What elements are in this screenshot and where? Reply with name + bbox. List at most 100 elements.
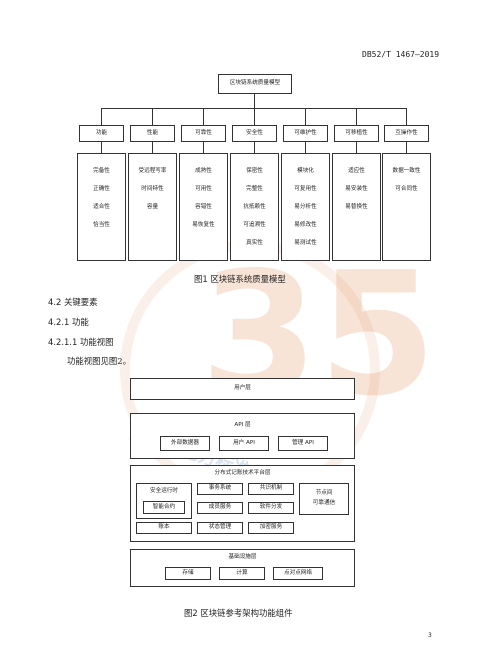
sub-characteristic-box: 成熟性 可用性 容错性 易恢复性	[179, 153, 228, 261]
software-dist-label: 软件分发	[259, 504, 283, 511]
characteristic-box: 可靠性	[181, 125, 226, 142]
api-item-label: 外部数据器	[171, 439, 199, 446]
api-item-label: 管理 API	[292, 439, 314, 446]
node-comm-label-2: 可靠通信	[312, 500, 336, 506]
sub-characteristic-box: 受远程写率 时间特性 容量	[128, 153, 177, 261]
secure-runtime-label: 安全运行时	[150, 488, 178, 494]
characteristic-label: 功能	[95, 129, 108, 136]
sub-item: 完备性	[93, 168, 110, 174]
sub-item: 成熟性	[195, 168, 212, 174]
section-heading: 4.2.1 功能	[48, 317, 89, 327]
member-service-label: 成员服务	[208, 504, 232, 511]
sub-item: 时间特性	[141, 186, 164, 192]
characteristic-label: 可维护性	[294, 129, 317, 136]
figure2-caption: 图2 区块链参考架构功能组件	[184, 608, 293, 618]
characteristic-label: 安全性	[246, 129, 263, 136]
characteristic-box: 安全性	[232, 125, 277, 142]
characteristic-box: 可移植性	[334, 125, 379, 142]
sub-characteristic-box: 适应性 易安装性 易替换性	[332, 153, 381, 261]
infra-item-label: 存储	[182, 569, 194, 576]
sub-item: 易替换性	[345, 204, 368, 210]
api-item-box: 用户 API	[219, 436, 269, 451]
characteristic-label: 可靠性	[195, 129, 212, 136]
consensus-box: 共识机制	[248, 483, 294, 495]
sub-item: 可合同性	[395, 186, 418, 192]
sub-item: 数据一致性	[392, 168, 421, 174]
sub-item: 易分析性	[294, 204, 317, 210]
api-item-box: 管理 API	[278, 436, 328, 451]
crypto-service-box: 加密服务	[248, 522, 294, 534]
infra-layer-label: 基础设施层	[228, 554, 257, 560]
dlt-layer-label: 分布式记账技术平台层	[214, 470, 271, 476]
connector	[254, 142, 255, 153]
connector	[101, 142, 102, 153]
sub-item: 可复用性	[294, 186, 317, 192]
user-layer: 用户层	[130, 378, 355, 400]
sub-item: 可追溯性	[243, 222, 266, 228]
tx-system-box: 事务系统	[197, 483, 243, 495]
infra-item-box: 存储	[165, 567, 211, 580]
sub-item: 真实性	[246, 240, 263, 246]
user-layer-label: 用户层	[234, 385, 251, 392]
connector-root	[254, 94, 255, 108]
sub-item: 容错性	[195, 204, 212, 210]
section-heading: 4.2.1.1 功能视图	[48, 337, 114, 347]
infra-item-box: 点对点网络	[273, 567, 323, 580]
sub-item: 完整性	[246, 186, 263, 192]
connector	[152, 142, 153, 153]
secure-runtime-box: 安全运行时 智能合约	[136, 483, 192, 519]
sub-item: 可用性	[195, 186, 212, 192]
software-dist-box: 软件分发	[248, 502, 294, 514]
sub-characteristic-box: 模块化 可复用性 易分析性 易修改性 易测试性	[281, 153, 330, 261]
sub-item: 易修改性	[294, 222, 317, 228]
sub-item: 易安装性	[345, 186, 368, 192]
quality-model-root: 区块链系统质量模型	[218, 74, 292, 94]
figure1-caption: 图1 区块链系统质量模型	[194, 274, 286, 284]
connector	[101, 108, 102, 125]
api-item-box: 外部数据器	[160, 436, 210, 451]
api-layer-label: API 层	[234, 422, 251, 428]
infra-item-label: 点对点网络	[284, 569, 312, 576]
sub-item: 适合性	[93, 204, 110, 210]
tx-system-label: 事务系统	[208, 485, 232, 492]
section-heading: 4.2 关键要素	[48, 297, 98, 307]
characteristic-label: 性能	[146, 129, 159, 136]
sub-item: 抗抵赖性	[243, 204, 266, 210]
node-comm-box: 节点间 可靠通信	[299, 483, 349, 515]
infra-item-box: 计算	[219, 567, 265, 580]
state-mgmt-label: 状态管理	[208, 524, 232, 531]
connector	[305, 142, 306, 153]
infrastructure-layer: 基础设施层 存储 计算 点对点网络	[130, 549, 355, 587]
connector	[305, 108, 306, 125]
connector	[356, 108, 357, 125]
sub-item: 保密性	[246, 168, 263, 174]
infra-item-label: 计算	[236, 569, 248, 576]
api-layer: API 层 外部数据器 用户 API 管理 API	[130, 413, 355, 459]
member-service-box: 成员服务	[197, 502, 243, 514]
dlt-platform-layer: 分布式记账技术平台层 安全运行时 智能合约 事务系统 成员服务 状态管理 账本 …	[130, 465, 355, 542]
connector	[356, 142, 357, 153]
smart-contract-label: 智能合约	[152, 503, 176, 510]
connector	[254, 108, 255, 125]
doc-number: DB52/T 1467—2019	[362, 50, 440, 59]
api-item-label: 用户 API	[233, 439, 255, 446]
connector-horizontal	[101, 108, 406, 109]
ledger-label: 账本	[158, 524, 170, 531]
characteristic-label: 可移植性	[345, 129, 368, 136]
connector	[406, 142, 407, 153]
ledger-box: 账本	[136, 522, 192, 534]
node-comm-label: 节点间	[315, 490, 333, 497]
sub-characteristic-box: 完备性 正确性 适合性 恰当性	[77, 153, 126, 261]
sub-item: 适应性	[348, 168, 365, 174]
state-mgmt-box: 状态管理	[197, 522, 243, 534]
page-number: 3	[428, 632, 432, 639]
characteristic-box: 性能	[130, 125, 175, 142]
sub-item: 受远程写率	[138, 168, 167, 174]
connector	[152, 108, 153, 125]
sub-characteristic-box: 保密性 完整性 抗抵赖性 可追溯性 真实性	[230, 153, 279, 261]
consensus-label: 共识机制	[259, 485, 283, 492]
characteristic-box: 可维护性	[283, 125, 328, 142]
characteristic-box: 互操作性	[384, 125, 429, 142]
crypto-service-label: 加密服务	[259, 524, 283, 531]
sub-item: 恰当性	[93, 222, 110, 228]
